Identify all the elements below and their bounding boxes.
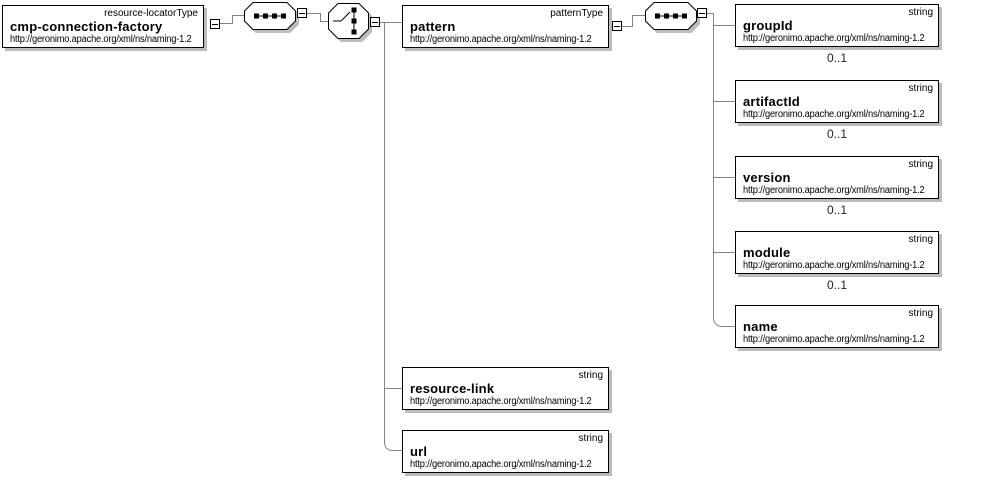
connector-curve	[713, 318, 735, 327]
element-url[interactable]: string url http://geronimo.apache.org/xm…	[402, 430, 609, 473]
minus-icon	[699, 12, 705, 14]
element-name-label: artifactId	[743, 94, 800, 109]
element-cmp-connection-factory[interactable]: resource-locatorType cmp-connection-fact…	[2, 5, 204, 48]
element-type-label: string	[908, 308, 933, 319]
element-name-label: groupId	[743, 18, 793, 33]
connector-line	[232, 15, 233, 24]
connector-line	[320, 13, 321, 22]
element-resource-link[interactable]: string resource-link http://geronimo.apa…	[402, 367, 609, 410]
collapse-toggle[interactable]	[297, 8, 307, 18]
element-type-label: string	[908, 159, 933, 170]
cardinality-label: 0..1	[826, 127, 847, 141]
element-type-label: resource-locatorType	[104, 8, 198, 19]
element-groupId[interactable]: string groupId http://geronimo.apache.or…	[735, 4, 939, 47]
element-namespace-label: http://geronimo.apache.org/xml/ns/naming…	[743, 334, 925, 345]
element-name-label: url	[410, 444, 428, 459]
element-name-label: resource-link	[410, 381, 495, 396]
connector-curve	[384, 443, 402, 451]
connector-line	[320, 21, 328, 22]
element-namespace-label: http://geronimo.apache.org/xml/ns/naming…	[743, 109, 925, 120]
collapse-toggle[interactable]	[612, 21, 622, 31]
element-type-label: string	[908, 7, 933, 18]
element-type-label: string	[578, 370, 603, 381]
element-name[interactable]: string name http://geronimo.apache.org/x…	[735, 305, 939, 348]
element-name-label: pattern	[410, 19, 456, 34]
connector-line	[380, 22, 402, 23]
element-pattern[interactable]: patternType pattern http://geronimo.apac…	[402, 5, 609, 48]
connector-line	[220, 23, 233, 24]
connector-line	[232, 15, 244, 16]
connector-line	[713, 252, 735, 253]
connector-line	[632, 15, 645, 16]
element-artifactId[interactable]: string artifactId http://geronimo.apache…	[735, 80, 939, 123]
collapse-toggle[interactable]	[210, 19, 220, 29]
connector-line	[307, 13, 321, 14]
cardinality-label: 0..1	[826, 278, 847, 292]
collapse-toggle[interactable]	[370, 17, 380, 27]
element-type-label: string	[908, 234, 933, 245]
element-namespace-label: http://geronimo.apache.org/xml/ns/naming…	[410, 459, 592, 470]
connector-line	[713, 13, 714, 318]
element-namespace-label: http://geronimo.apache.org/xml/ns/naming…	[743, 260, 925, 271]
connector-line	[384, 388, 402, 389]
cardinality-label: 0..1	[826, 51, 847, 65]
element-type-label: patternType	[550, 8, 603, 19]
element-namespace-label: http://geronimo.apache.org/xml/ns/naming…	[410, 396, 592, 407]
element-name-label: module	[743, 245, 791, 260]
element-name-label: name	[743, 319, 778, 334]
minus-icon	[372, 21, 378, 23]
connector-line	[713, 177, 735, 178]
element-version[interactable]: string version http://geronimo.apache.or…	[735, 156, 939, 199]
element-name-label: version	[743, 170, 791, 185]
connector-line	[713, 101, 735, 102]
connector-line	[713, 25, 735, 26]
element-type-label: string	[578, 433, 603, 444]
minus-icon	[614, 25, 620, 27]
minus-icon	[212, 23, 218, 25]
connector-line	[622, 26, 633, 27]
element-namespace-label: http://geronimo.apache.org/xml/ns/naming…	[10, 34, 192, 45]
element-type-label: string	[908, 83, 933, 94]
connector-line	[707, 13, 714, 14]
element-namespace-label: http://geronimo.apache.org/xml/ns/naming…	[743, 185, 925, 196]
element-module[interactable]: string module http://geronimo.apache.org…	[735, 231, 939, 274]
sequence-icon[interactable]	[244, 2, 296, 30]
sequence-icon[interactable]	[645, 2, 697, 30]
element-namespace-label: http://geronimo.apache.org/xml/ns/naming…	[410, 34, 592, 45]
element-name-label: cmp-connection-factory	[10, 19, 163, 34]
choice-icon[interactable]	[328, 3, 369, 39]
minus-icon	[299, 12, 305, 14]
connector-line	[384, 22, 385, 443]
collapse-toggle[interactable]	[697, 8, 707, 18]
element-namespace-label: http://geronimo.apache.org/xml/ns/naming…	[743, 33, 925, 44]
cardinality-label: 0..1	[826, 203, 847, 217]
connector-line	[632, 15, 633, 27]
